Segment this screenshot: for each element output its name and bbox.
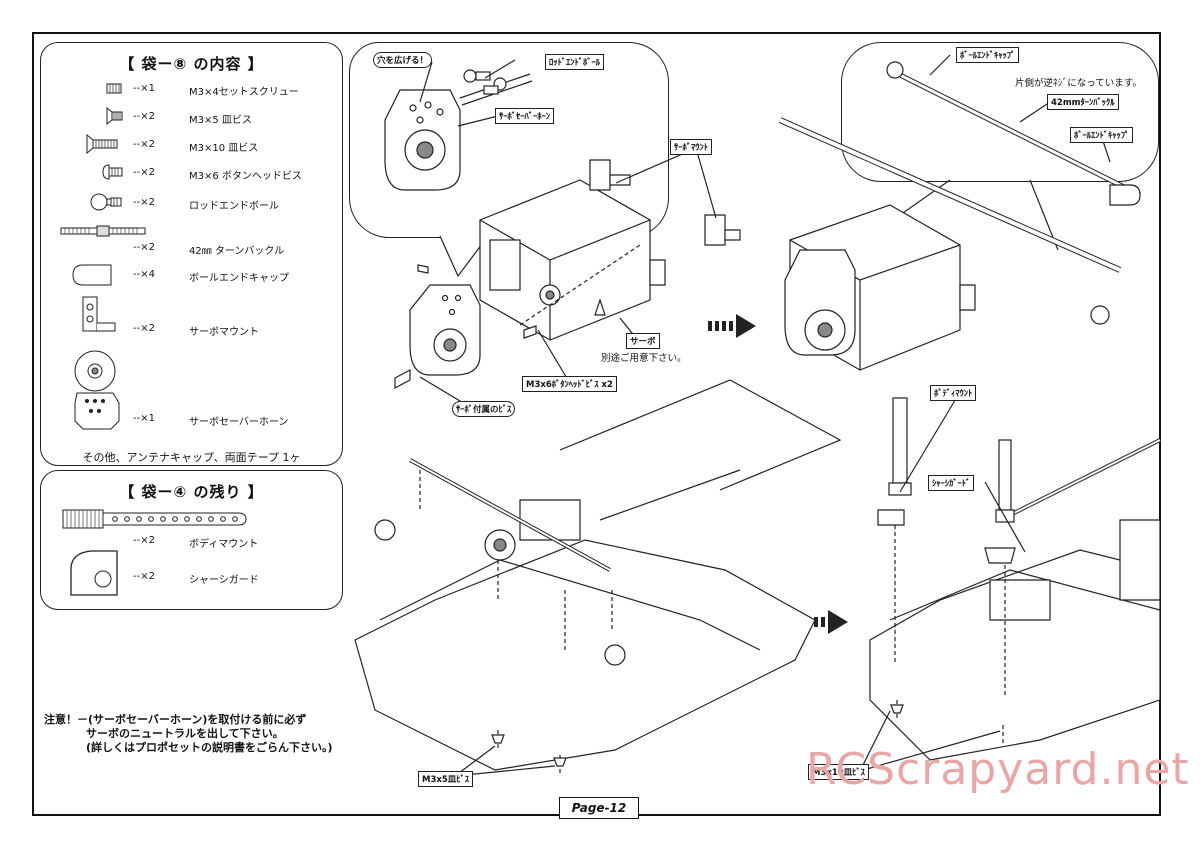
callout-rod-end-ball: ﾛｯﾄﾞｴﾝﾄﾞﾎﾞｰﾙ (545, 54, 605, 70)
callout-ball-end-cap-bottom: ﾎﾞｰﾙｴﾝﾄﾞｷｬｯﾌﾟ (1070, 127, 1134, 143)
bag8-title: 【 袋ー⑧ の内容 】 (119, 55, 264, 73)
turnbuckle-detail-bubble (841, 42, 1159, 182)
list-item: --×2 ボディマウント (133, 535, 259, 550)
list-item: --×2 サーボマウント (41, 296, 342, 339)
list-item: --×1 サーボセーバーホーン (41, 350, 342, 430)
callout-servo-screw: ｻｰﾎﾞ付属のﾋﾞｽ (452, 401, 516, 417)
servo-assembled-drawing (778, 61, 1142, 371)
callout-flat-screw-10: M3x10皿ﾋﾞｽ (808, 764, 869, 780)
list-item: --×2 M3×5 皿ビス (41, 106, 342, 127)
turnbuckle-icon (60, 225, 146, 237)
set-screw-icon (106, 83, 122, 94)
list-item: --×2 シャーシガード (133, 571, 259, 586)
callout-servo: サーボ (626, 333, 660, 349)
callout-ball-end-cap-top: ﾎﾞｰﾙｴﾝﾄﾞｷｬｯﾌﾟ (956, 47, 1020, 63)
chassis-drawing-left (354, 379, 842, 775)
callout-servo-separate: 別途ご用意下さい。 (601, 353, 687, 364)
callout-widen-hole: 穴を広げる！ (373, 52, 433, 68)
chassis-guard-icon (70, 550, 118, 596)
list-item: --×2 M3×6 ボタンヘッドビス (41, 163, 342, 183)
list-item: --×4 ボールエンドキャップ (41, 264, 342, 286)
callout-turnbuckle-42: 42mmﾀｰﾝﾊﾞｯｸﾙ (1047, 94, 1119, 110)
list-item (41, 223, 342, 243)
neutral-warning-note: 注意！－(サーボセーバーホーン)を取付ける前に必ず サーボのニュートラルを出して… (44, 713, 333, 754)
flat-screw-icon (106, 106, 123, 126)
step-arrow-1 (708, 314, 756, 338)
watermark: RCScrapyard.net (806, 744, 1190, 795)
list-item: --×2 42㎜ ターンバックル (133, 242, 285, 257)
callout-body-mount: ﾎﾞﾃﾞｨﾏｳﾝﾄ (930, 385, 977, 401)
flat-screw-long-icon (86, 133, 118, 155)
servo-saver-detail-drawing (384, 69, 533, 191)
callout-flat-screw-5: M3x5皿ﾋﾞｽ (418, 771, 474, 787)
callout-servo-mount: ｻｰﾎﾞﾏｳﾝﾄ (670, 139, 713, 155)
bag8-footer-note: その他、アンテナキャップ、両面テープ 1ヶ (82, 451, 301, 464)
page-number: Page-12 (559, 797, 639, 819)
ball-end-cap-icon (72, 264, 112, 286)
servo-saver-horn-icon (74, 350, 120, 430)
callout-chassis-guard: ｼｬｰｼｶﾞｰﾄﾞ (928, 475, 975, 491)
body-mount-icon (62, 509, 247, 529)
bag4-parts-box: 【 袋ー④ の残り 】 --×2 ボディマウント --×2 シャーシガード (40, 470, 343, 610)
callout-button-screw: M3x6ﾎﾞﾀﾝﾍｯﾄﾞﾋﾞｽ x2 (522, 376, 617, 392)
list-item: --×1 M3×4セットスクリュー (41, 79, 342, 99)
callout-reverse-thread: 片側が逆ﾈｼﾞになっています。 (1015, 78, 1142, 89)
button-head-screw-icon (102, 164, 123, 180)
servo-exploded-drawing (394, 159, 741, 389)
bag8-parts-box: 【 袋ー⑧ の内容 】 --×1 M3×4セットスクリュー --×2 M3×5 … (40, 42, 343, 466)
chassis-drawing-right (869, 397, 1161, 761)
rod-end-ball-icon (90, 193, 122, 211)
servo-mount-icon (82, 296, 116, 332)
list-item: --×2 M3×10 皿ビス (41, 133, 342, 155)
bag4-title: 【 袋ー④ の残り 】 (119, 483, 264, 501)
callout-servo-saver-horn: ｻｰﾎﾞｾｰﾊﾞｰﾎｰﾝ (495, 108, 555, 124)
list-item: --×2 ロッドエンドボール (41, 193, 342, 213)
